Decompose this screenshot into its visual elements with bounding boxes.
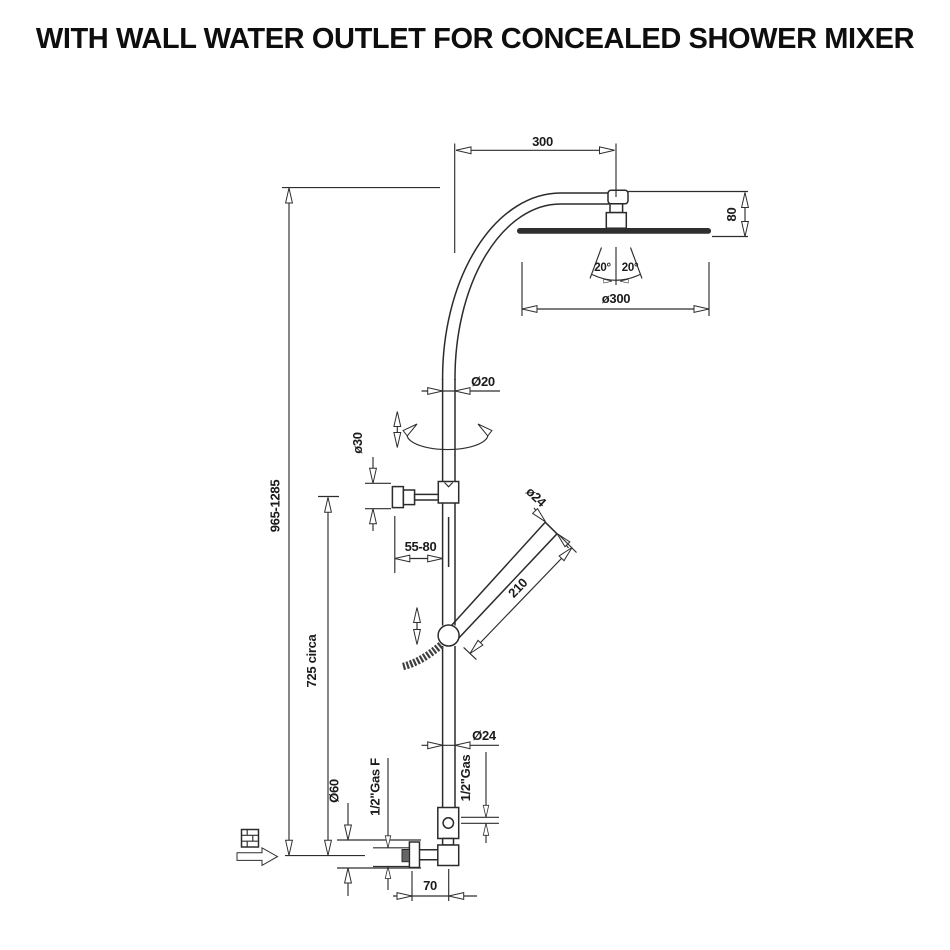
dim-wall-distance: 55-80 (394, 516, 444, 573)
rotation-arrow (475, 420, 493, 437)
dim-outlet-diameter: Ø60 (327, 779, 421, 896)
dim-riser-diameter: Ø24 (421, 728, 499, 750)
dim-bracket-diameter: ø30 (350, 432, 391, 531)
rotation-arrow (402, 420, 420, 437)
ball-joint (609, 203, 624, 214)
elbow-neck (441, 837, 455, 846)
arm-end-cap (607, 189, 629, 205)
dim-handshower-length: 210 (463, 534, 577, 661)
dim-tilt-right-label: 20° (622, 262, 639, 274)
gooseneck-pipe (441, 192, 611, 381)
dim-wall-distance-label: 55-80 (405, 539, 437, 554)
dim-head-offset: 300 (454, 134, 617, 253)
shower-hose (401, 642, 444, 671)
bracket-arm (413, 493, 440, 501)
dim-head-offset-label: 300 (532, 134, 553, 149)
dim-tilt-left-label: 20° (594, 262, 611, 274)
wall-symbol (236, 828, 279, 867)
motion-indicators (393, 411, 493, 645)
bracket-flange (391, 485, 405, 509)
dim-head-diameter: ø300 (521, 262, 710, 316)
dim-pipe-diameter-label: Ø20 (471, 374, 495, 389)
dim-pipe-diameter: Ø20 (421, 374, 500, 395)
handshower-holder (437, 624, 460, 647)
dim-handshower-diameter-label: ø24 (523, 484, 550, 510)
dim-head-drop-label: 80 (724, 208, 739, 222)
head-connector (605, 211, 628, 229)
rain-head-disc (517, 228, 711, 234)
diverter-port (442, 817, 455, 829)
dim-outlet-diameter-label: Ø60 (327, 779, 342, 803)
dim-head-diameter-label: ø300 (602, 291, 631, 306)
hand-shower (401, 521, 558, 671)
dim-handshower-length-label: 210 (505, 575, 530, 600)
dim-head-drop: 80 (628, 190, 749, 238)
wall-outlet-direction-arrow (236, 846, 279, 867)
slider-block (437, 480, 460, 504)
slider-notch (444, 482, 454, 488)
wall-bracket (391, 480, 460, 509)
dim-outlet-projection-label: 70 (423, 878, 437, 893)
dim-riser-diameter-label: Ø24 (472, 728, 497, 743)
wall-hatch (240, 828, 260, 848)
outlet-flange (408, 841, 421, 869)
elbow-body (437, 844, 460, 867)
outlet-nut (401, 849, 410, 863)
dim-bracket-diameter-label: ø30 (350, 432, 365, 454)
dim-total-height-label: 965-1285 (268, 480, 283, 533)
dim-bracket-height: 725 circa (285, 495, 365, 857)
shower-head-assembly (517, 189, 711, 234)
dim-total-height: 965-1285 (268, 187, 440, 856)
rotation-ellipse (406, 427, 489, 451)
dim-head-tilt: 20° 20° (589, 247, 643, 285)
page-title: WITH WALL WATER OUTLET FOR CONCEALED SHO… (35, 23, 915, 55)
bracket-body (402, 489, 416, 506)
dim-outlet-thread: 1/2"Gas F (368, 758, 410, 890)
wall-outlet-elbow (401, 806, 460, 869)
dim-riser-thread: 1/2"Gas (458, 752, 499, 843)
dim-riser-thread-label: 1/2"Gas (458, 755, 473, 802)
dim-outlet-projection: 70 (393, 869, 477, 901)
riser-pipe (441, 379, 456, 808)
dim-bracket-height-label: 725 circa (304, 633, 319, 687)
dim-outlet-thread-label: 1/2"Gas F (368, 758, 383, 816)
